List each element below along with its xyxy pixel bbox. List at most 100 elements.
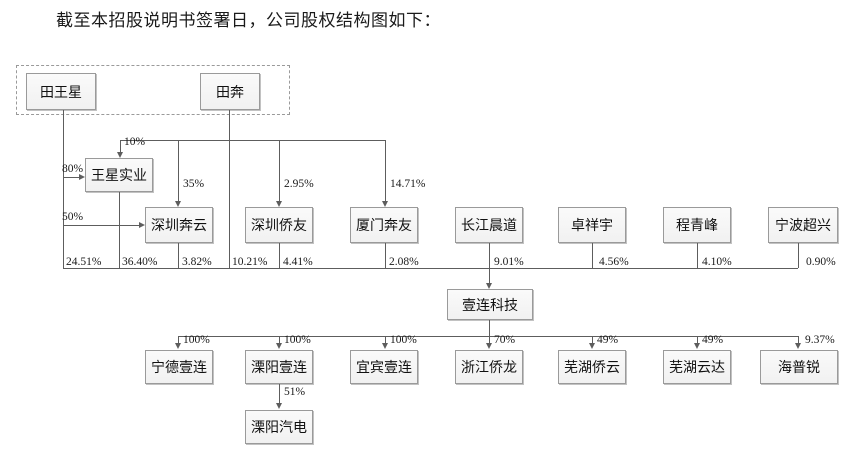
subsidiary-bus-line bbox=[178, 336, 798, 337]
edge-shenzhenqiaoyou-to-company bbox=[279, 243, 280, 268]
pct-label: 49% bbox=[597, 334, 619, 346]
pct-label: 10.21% bbox=[232, 256, 268, 268]
edge-xiamenbenyou-to-company bbox=[385, 243, 386, 268]
shareholder-bus-line bbox=[63, 268, 798, 269]
edge-ningbochaoxing-to-company bbox=[798, 243, 799, 268]
edge-company-to-ningdeyilian bbox=[178, 336, 179, 344]
node-zhuoxiangyu[interactable]: 卓祥宇 bbox=[558, 207, 626, 243]
pct-label: 100% bbox=[390, 334, 417, 346]
arrow-down-icon bbox=[794, 343, 801, 349]
node-label: 厦门奔友 bbox=[356, 219, 412, 234]
node-wuhuyunda[interactable]: 芜湖云达 bbox=[663, 350, 731, 384]
node-wuhuqiaoyun[interactable]: 芜湖侨云 bbox=[558, 350, 626, 384]
arrow-down-icon bbox=[485, 343, 492, 349]
node-shenzhenbenyun[interactable]: 深圳奔云 bbox=[145, 207, 213, 243]
node-label: 程青峰 bbox=[676, 219, 718, 234]
edge-zhuoxiangyu-to-company bbox=[592, 243, 593, 268]
node-ningdeyilian[interactable]: 宁德壹连 bbox=[145, 350, 213, 384]
page-title: 截至本招股说明书签署日，公司股权结构图如下： bbox=[56, 11, 441, 30]
node-label: 宁德壹连 bbox=[151, 361, 207, 376]
edge-wangxingshiye-to-company bbox=[119, 192, 120, 268]
node-label: 海普锐 bbox=[778, 361, 820, 376]
arrow-down-icon bbox=[275, 403, 282, 409]
edge-tianwangxing-trunk bbox=[63, 110, 64, 268]
edge-tianben-to-shenzhenqiaoyou bbox=[279, 140, 280, 201]
pct-label: 9.01% bbox=[494, 256, 524, 268]
node-label: 芜湖侨云 bbox=[564, 361, 620, 376]
arrow-down-icon bbox=[116, 152, 123, 158]
node-label: 深圳奔云 bbox=[151, 219, 207, 234]
arrow-down-icon bbox=[275, 343, 282, 349]
node-label: 田奔 bbox=[216, 85, 244, 101]
node-ningbochaoxing[interactable]: 宁波超兴 bbox=[768, 207, 838, 243]
node-label: 宜宾壹连 bbox=[356, 361, 412, 376]
node-label: 王星实业 bbox=[91, 169, 147, 184]
pct-label: 24.51% bbox=[66, 256, 102, 268]
edge-tianben-to-wangxingshiye bbox=[120, 140, 121, 152]
node-tianwangxing[interactable]: 田王星 bbox=[26, 73, 96, 110]
pct-label: 4.41% bbox=[283, 256, 313, 268]
edge-changjiangchendao-to-company bbox=[489, 243, 490, 268]
node-label: 芜湖云达 bbox=[669, 361, 725, 376]
edge-tianben-to-shenzhenbenyun bbox=[178, 140, 179, 201]
node-tianben[interactable]: 田奔 bbox=[200, 73, 260, 110]
edge-wangxingshiye-to-shenzhenbenyun bbox=[63, 225, 139, 226]
pct-label: 100% bbox=[284, 334, 311, 346]
node-yilianbkeji[interactable]: 壹连科技 bbox=[447, 289, 533, 320]
node-yibinyilian[interactable]: 宜宾壹连 bbox=[350, 350, 418, 384]
edge-company-trunk bbox=[489, 320, 490, 336]
node-label: 壹连科技 bbox=[462, 298, 518, 314]
edge-chengqingfeng-to-company bbox=[697, 243, 698, 268]
node-label: 深圳侨友 bbox=[251, 219, 307, 234]
edge-tianben-bus bbox=[120, 140, 386, 141]
controlling-shareholder-group bbox=[16, 65, 290, 115]
pct-label: 14.71% bbox=[390, 178, 426, 190]
node-xiamenbenyou[interactable]: 厦门奔友 bbox=[350, 207, 418, 243]
edge-company-to-liyangyilian bbox=[279, 336, 280, 344]
node-changjiangchendao[interactable]: 长江晨道 bbox=[455, 207, 523, 243]
pct-label: 51% bbox=[284, 386, 306, 398]
edge-tianwangxing-to-wangxingshiye bbox=[63, 177, 79, 178]
edge-tianben-trunk bbox=[229, 110, 230, 140]
node-label: 溧阳汽电 bbox=[251, 421, 307, 436]
edge-tianben-to-xiamenbenyou bbox=[385, 140, 386, 201]
arrow-right-icon bbox=[139, 221, 145, 228]
node-liyangqidian[interactable]: 溧阳汽电 bbox=[245, 410, 313, 444]
pct-label: 0.90% bbox=[806, 256, 836, 268]
node-liyangyilian[interactable]: 溧阳壹连 bbox=[245, 350, 313, 384]
edge-company-to-zhejiangqiaolong bbox=[489, 336, 490, 344]
pct-label: 100% bbox=[183, 334, 210, 346]
node-label: 宁波超兴 bbox=[775, 219, 831, 234]
node-chengqingfeng[interactable]: 程青峰 bbox=[663, 207, 731, 243]
pct-label: 50% bbox=[62, 211, 84, 223]
node-label: 浙江侨龙 bbox=[461, 361, 517, 376]
arrow-right-icon bbox=[79, 173, 85, 180]
edge-company-to-yibinyilian bbox=[385, 336, 386, 344]
pct-label: 35% bbox=[183, 178, 205, 190]
node-zhejiangqiaolong[interactable]: 浙江侨龙 bbox=[455, 350, 523, 384]
edge-bus-to-company bbox=[489, 268, 490, 284]
node-shenzhenqiaoyou[interactable]: 深圳侨友 bbox=[245, 207, 313, 243]
edge-company-to-wuhuyunda bbox=[697, 336, 698, 344]
arrow-down-icon bbox=[381, 343, 388, 349]
pct-label: 4.56% bbox=[599, 256, 629, 268]
pct-label: 10% bbox=[124, 136, 146, 148]
arrow-down-icon bbox=[174, 343, 181, 349]
edge-company-to-haipurui bbox=[798, 336, 799, 344]
arrow-down-icon bbox=[275, 201, 282, 207]
pct-label: 80% bbox=[62, 163, 84, 175]
arrow-down-icon bbox=[693, 343, 700, 349]
node-label: 溧阳壹连 bbox=[251, 361, 307, 376]
node-wangxingshiye[interactable]: 王星实业 bbox=[85, 158, 153, 192]
arrow-down-icon bbox=[485, 283, 492, 289]
pct-label: 9.37% bbox=[805, 334, 835, 346]
pct-label: 70% bbox=[494, 334, 516, 346]
arrow-down-icon bbox=[174, 201, 181, 207]
pct-label: 3.82% bbox=[182, 256, 212, 268]
edge-liyangyilian-to-liyangqidian bbox=[279, 384, 280, 404]
node-haipurui[interactable]: 海普锐 bbox=[760, 350, 838, 384]
node-label: 卓祥宇 bbox=[571, 219, 613, 234]
pct-label: 2.08% bbox=[389, 256, 419, 268]
pct-label: 4.10% bbox=[702, 256, 732, 268]
node-label: 田王星 bbox=[40, 85, 82, 101]
